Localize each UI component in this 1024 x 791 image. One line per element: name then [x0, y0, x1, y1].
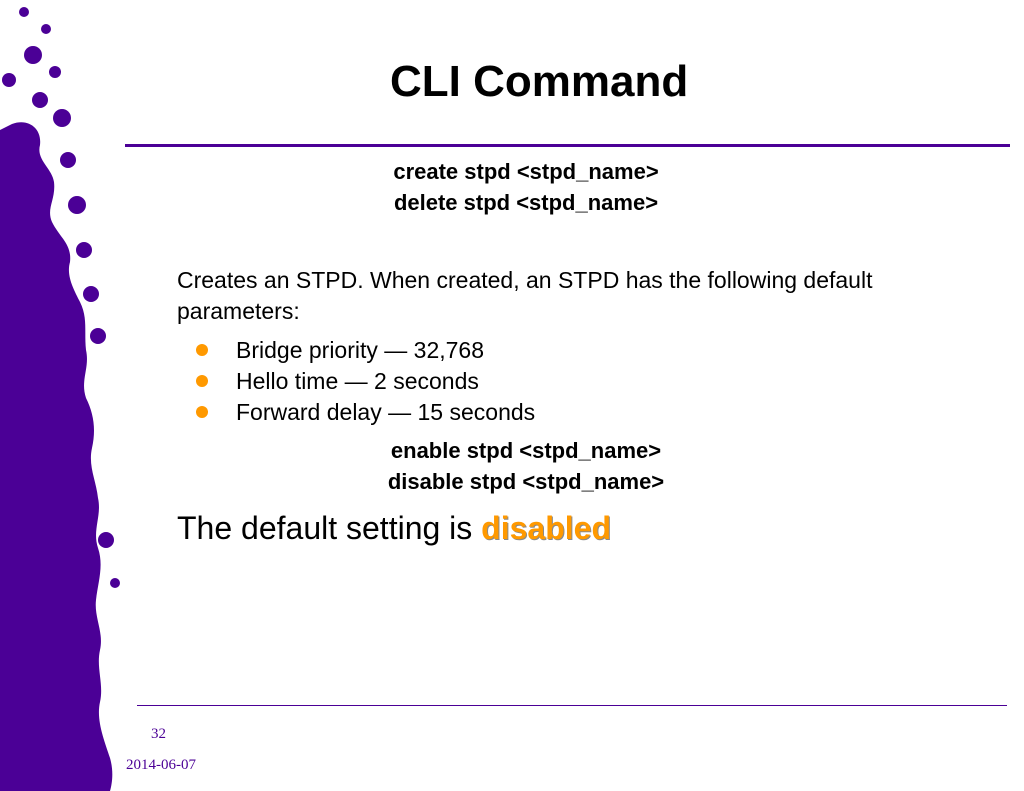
list-item: Forward delay — 15 seconds — [196, 397, 535, 428]
orange-dot-icon — [196, 344, 208, 356]
list-item: Hello time — 2 seconds — [196, 366, 535, 397]
decorative-border — [0, 7, 120, 791]
title-divider — [125, 144, 1010, 147]
description: Creates an STPD. When created, an STPD h… — [177, 267, 873, 324]
command-create: create stpd <stpd_name> — [393, 159, 659, 184]
dot-12 — [90, 328, 106, 344]
orange-dot-icon — [196, 406, 208, 418]
command-enable: enable stpd <stpd_name> — [390, 438, 662, 463]
footer-date: 2014-06-07 — [126, 757, 196, 773]
dot-3 — [24, 46, 42, 64]
command-delete: delete stpd <stpd_name> — [393, 190, 659, 215]
dot-1 — [19, 7, 29, 17]
dot-8 — [60, 152, 76, 168]
default-parameters-list: Bridge priority — 32,768 Hello time — 2 … — [196, 335, 535, 428]
list-item-text: Hello time — 2 seconds — [236, 368, 479, 394]
dot-7 — [53, 109, 71, 127]
page-number: 32 — [151, 726, 166, 742]
list-item: Bridge priority — 32,768 — [196, 335, 535, 366]
list-item-text: Bridge priority — 32,768 — [236, 337, 485, 363]
footer-divider — [137, 705, 1007, 706]
dot-6 — [32, 92, 48, 108]
dot-13 — [98, 532, 114, 548]
dot-2 — [41, 24, 51, 34]
list-item-text: Forward delay — 15 seconds — [236, 399, 536, 425]
purple-blob-border — [0, 122, 113, 791]
dot-4 — [49, 66, 61, 78]
default-setting-label: The default setting is — [177, 510, 482, 546]
dot-11 — [83, 286, 99, 302]
dot-14 — [110, 578, 120, 588]
dot-10 — [76, 242, 92, 258]
orange-dot-icon — [196, 375, 208, 387]
dot-5 — [2, 73, 16, 87]
slide-title: CLI Command — [390, 57, 689, 106]
default-setting-line: The default setting is disabled — [177, 508, 611, 548]
default-setting-value: disabled — [481, 510, 611, 546]
command-block-enable-disable: enable stpd <stpd_name> disable stpd <st… — [260, 435, 792, 497]
dot-9 — [68, 196, 86, 214]
command-block-create-delete: create stpd <stpd_name> delete stpd <stp… — [260, 156, 792, 218]
command-disable: disable stpd <stpd_name> — [387, 469, 665, 494]
